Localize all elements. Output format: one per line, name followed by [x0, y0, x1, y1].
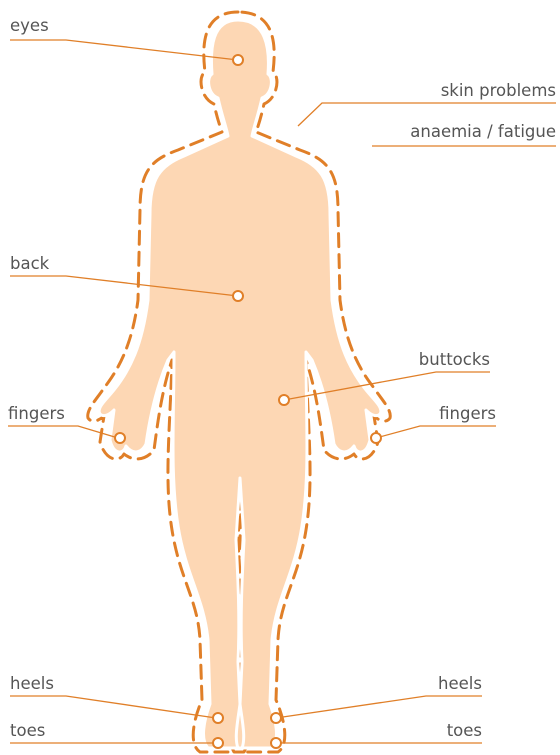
- leader-fingers-right: [376, 426, 496, 438]
- label-heels-right: heels: [438, 674, 482, 693]
- label-skin-problems: skin problems: [441, 81, 556, 100]
- body-silhouette: [99, 20, 381, 748]
- marker-toes-left: [213, 738, 223, 748]
- label-fingers-right: fingers: [439, 404, 496, 423]
- marker-toes-right: [271, 738, 281, 748]
- leader-heels-right: [276, 696, 482, 718]
- marker-fingers-right: [371, 433, 381, 443]
- marker-heels-left: [213, 713, 223, 723]
- label-heels-left: heels: [10, 674, 54, 693]
- label-eyes: eyes: [10, 16, 49, 35]
- label-toes-right: toes: [447, 721, 482, 740]
- marker-back: [233, 291, 243, 301]
- marker-buttocks: [279, 395, 289, 405]
- label-anaemia-fatigue: anaemia / fatigue: [410, 122, 556, 141]
- marker-heels-right: [271, 713, 281, 723]
- label-fingers-left: fingers: [8, 404, 65, 423]
- label-back: back: [10, 254, 50, 273]
- leader-heels-left: [10, 696, 216, 718]
- label-toes-left: toes: [10, 721, 45, 740]
- label-buttocks: buttocks: [419, 350, 490, 369]
- marker-fingers-left: [115, 433, 125, 443]
- marker-eyes: [233, 55, 243, 65]
